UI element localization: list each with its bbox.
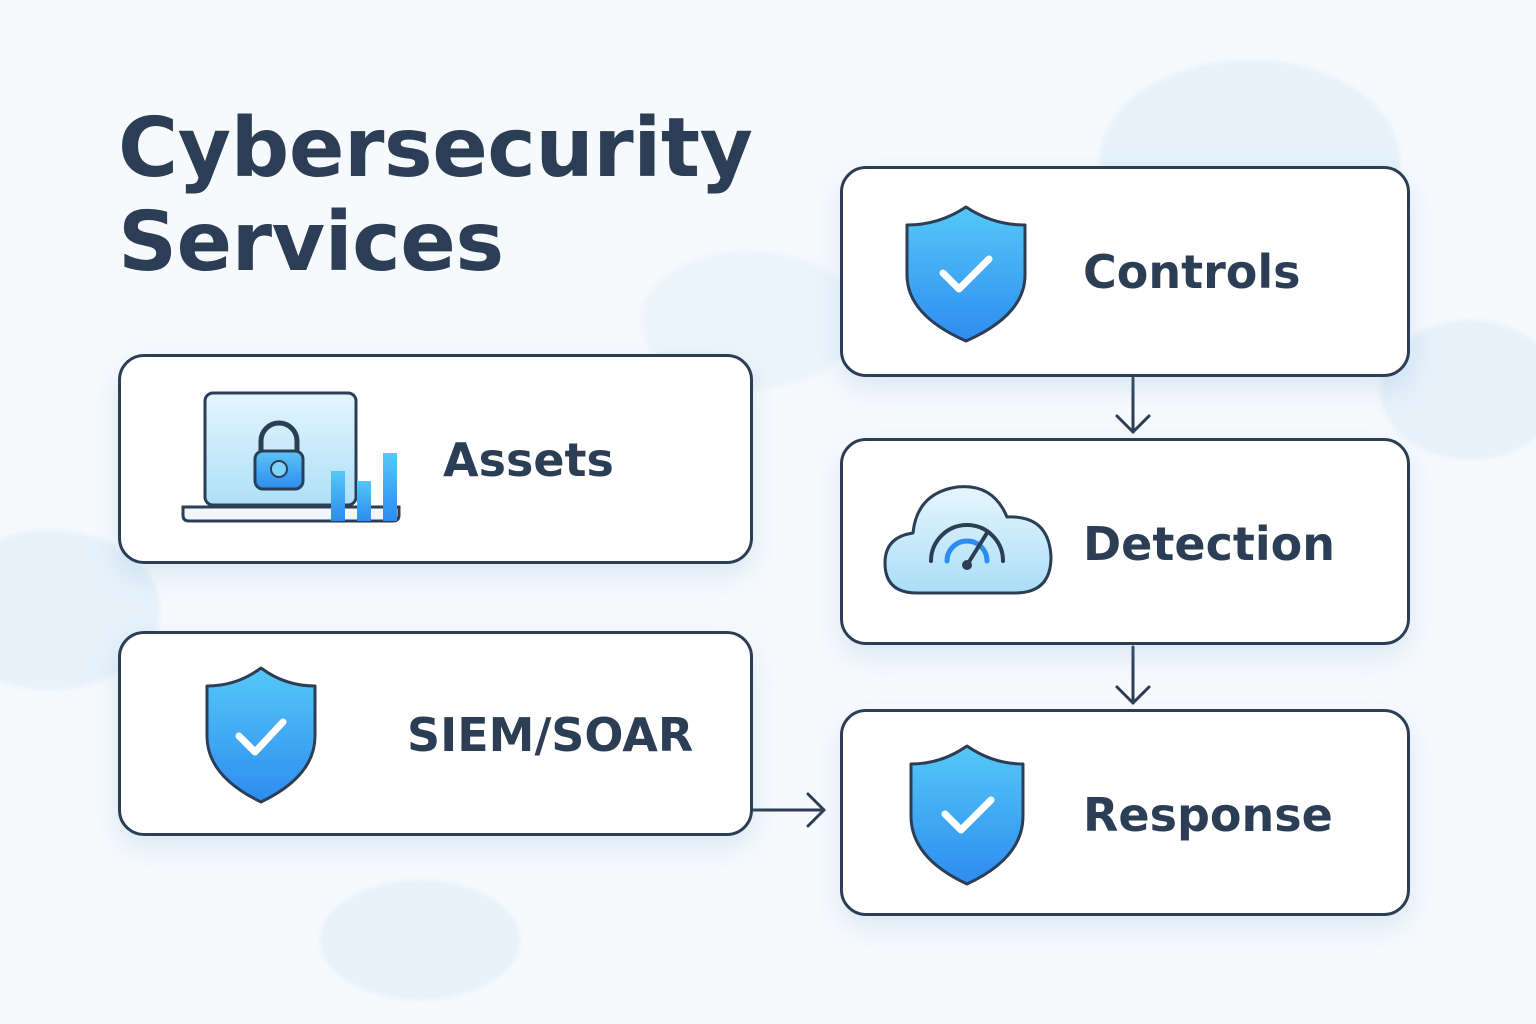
shield-check-icon [905,205,1027,343]
node-response[interactable]: Response [840,709,1410,916]
background-cloud [320,880,520,1000]
node-controls[interactable]: Controls [840,166,1410,377]
node-controls-label: Controls [1083,245,1301,299]
arrow-siem-to-response [750,792,826,828]
title-line-2: Services [118,195,504,290]
arrow-detection-to-response [1115,645,1151,705]
node-siem-soar[interactable]: SIEM/SOAR [118,631,753,836]
node-assets[interactable]: Assets [118,354,753,564]
shield-check-icon [909,744,1025,886]
laptop-lock-chart-icon [181,391,401,523]
node-response-label: Response [1083,788,1333,842]
node-detection-label: Detection [1083,517,1335,571]
title-line-1: Cybersecurity [118,101,753,196]
arrow-controls-to-detection [1115,376,1151,434]
page-title: Cybersecurity Services [118,102,753,290]
shield-check-icon [205,666,317,804]
cloud-gauge-icon [883,485,1053,595]
node-siem-soar-label: SIEM/SOAR [407,708,694,762]
node-assets-label: Assets [443,433,614,487]
node-detection[interactable]: Detection [840,438,1410,645]
